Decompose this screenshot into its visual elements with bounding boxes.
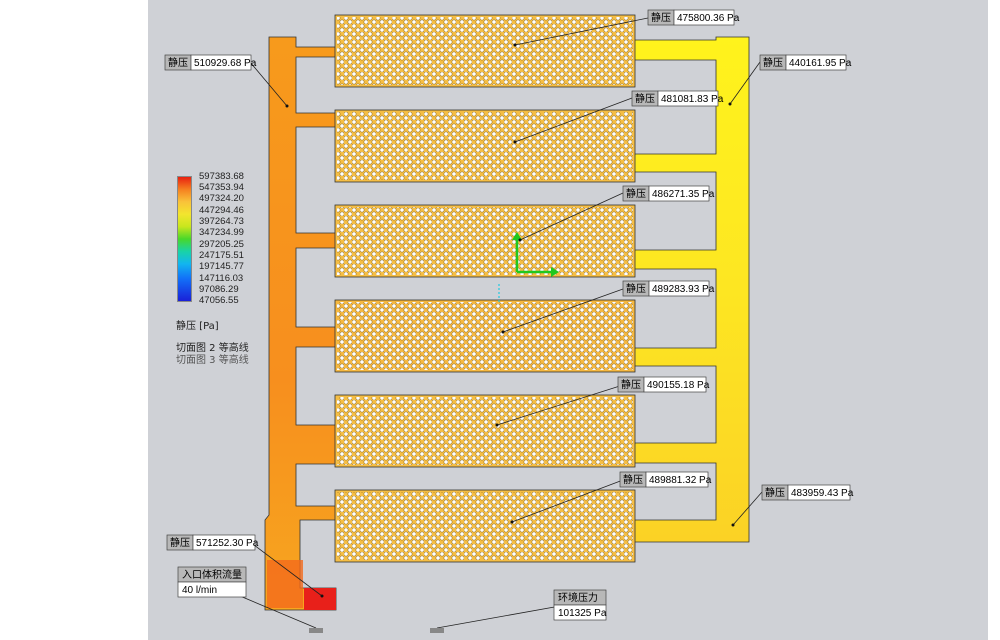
inlet-manifold: [264, 36, 337, 611]
plate-1: [334, 14, 636, 88]
probe-6[interactable]: 静压 489283.93 Pa: [622, 280, 715, 297]
probe-label: 静压: [168, 56, 188, 69]
probe-label: 静压: [765, 486, 785, 499]
probe-label: 静压: [626, 282, 646, 295]
probe-value: 483959.43 Pa: [791, 488, 854, 499]
plate-4: [334, 299, 636, 373]
inlet-marker-icon: [309, 628, 323, 633]
inlet-flow-label: 入口体积流量: [182, 568, 242, 581]
probe-label: 静压: [623, 473, 643, 486]
legend-tick: 247175.51: [199, 250, 244, 261]
probe-dots: [285, 43, 735, 598]
probe-2[interactable]: 静压 510929.68 Pa: [164, 54, 257, 71]
probe-1[interactable]: 静压 475800.36 Pa: [647, 9, 740, 26]
probe-label: 静压: [635, 92, 655, 105]
probe-10[interactable]: 静压 571252.30 Pa: [166, 534, 259, 551]
pressure-colorbar: [177, 176, 192, 302]
legend-tick: 297205.25: [199, 239, 244, 250]
probe-value: 510929.68 Pa: [194, 58, 257, 69]
inlet-flow-callout[interactable]: 入口体积流量 40 l/min: [177, 566, 247, 598]
inlet-flow-value: 40 l/min: [182, 585, 217, 596]
probe-value: 490155.18 Pa: [647, 380, 710, 391]
ambient-marker-icon: [430, 628, 444, 633]
ambient-pressure-callout[interactable]: 环境压力 101325 Pa: [553, 589, 607, 621]
plate-3: [334, 204, 636, 278]
cut-plot-item-inactive[interactable]: 切面图 3 等高线: [176, 355, 249, 366]
legend-title: 静压 [Pa]: [176, 321, 219, 332]
probe-value: 571252.30 Pa: [196, 538, 259, 549]
probe-4[interactable]: 静压 481081.83 Pa: [631, 90, 724, 107]
legend-tick: 97086.29: [199, 284, 239, 295]
probe-3[interactable]: 静压 440161.95 Pa: [759, 54, 852, 71]
inlet-warm-zone: [267, 560, 303, 608]
probe-label: 静压: [763, 56, 783, 69]
probe-label: 静压: [651, 11, 671, 24]
probe-label: 静压: [621, 378, 641, 391]
probe-value: 481081.83 Pa: [661, 94, 724, 105]
probe-value: 489283.93 Pa: [652, 284, 715, 295]
probe-7[interactable]: 静压 490155.18 Pa: [617, 376, 710, 393]
legend-tick: 47056.55: [199, 295, 239, 306]
ambient-pressure-label: 环境压力: [558, 591, 598, 604]
legend-tick: 347234.99: [199, 227, 244, 238]
plate-6: [334, 489, 636, 563]
legend-tick: 197145.77: [199, 261, 244, 272]
probe-value: 489881.32 Pa: [649, 475, 712, 486]
probe-9[interactable]: 静压 483959.43 Pa: [761, 484, 854, 501]
cut-plot-item-active[interactable]: 切面图 2 等高线: [176, 343, 249, 354]
coordinate-triad: [498, 232, 559, 302]
probe-8[interactable]: 静压 489881.32 Pa: [619, 471, 712, 488]
probe-value: 486271.35 Pa: [652, 189, 715, 200]
legend-tick: 597383.68: [199, 171, 244, 182]
legend-tick: 397264.73: [199, 216, 244, 227]
probe-label: 静压: [170, 536, 190, 549]
probe-label: 静压: [626, 187, 646, 200]
probe-value: 475800.36 Pa: [677, 13, 740, 24]
probe-value: 440161.95 Pa: [789, 58, 852, 69]
legend-tick: 547353.94: [199, 182, 244, 193]
probe-5[interactable]: 静压 486271.35 Pa: [622, 185, 715, 202]
plate-2: [334, 109, 636, 183]
plate-5: [334, 394, 636, 468]
ambient-pressure-value: 101325 Pa: [558, 608, 607, 619]
inlet-hot-zone: [304, 588, 336, 610]
legend-tick: 447294.46: [199, 205, 244, 216]
legend-tick: 497324.20: [199, 193, 244, 204]
probe-leaders: [239, 17, 763, 629]
legend-tick: 147116.03: [199, 273, 244, 284]
